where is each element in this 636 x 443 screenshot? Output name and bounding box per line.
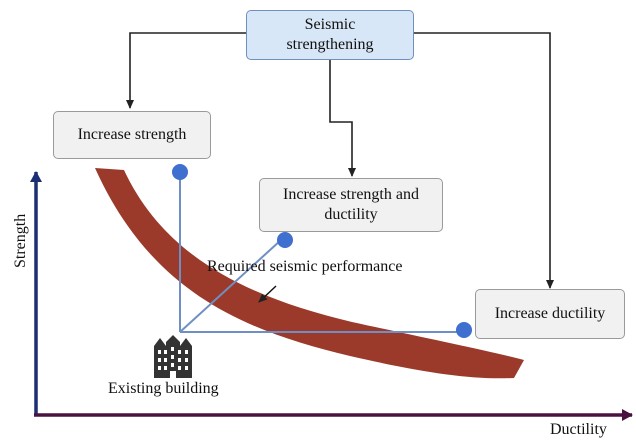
strength-ductility-target-dot [277,232,293,248]
existing-building-label: Existing building [108,380,219,397]
seismic-strengthening-box: Seismic strengthening [246,10,414,60]
connector-to-ductility [414,32,554,289]
increase-strength-box: Increase strength [53,111,211,159]
building-icon [152,334,194,378]
strength-target-dot [172,164,188,180]
increase-ductility-box: Increase ductility [475,289,625,339]
ductility-target-dot [456,322,472,338]
y-axis-label: Strength [12,213,29,268]
connector-to-strength-ductility [329,54,356,177]
required-performance-pointer [258,285,277,303]
connector-to-strength [126,32,246,109]
x-axis-label: Ductility [550,421,607,438]
required-performance-label: Required seismic performance [207,258,403,275]
strength-ductility-vector [179,239,282,333]
increase-strength-ductility-box: Increase strength and ductility [259,178,443,232]
